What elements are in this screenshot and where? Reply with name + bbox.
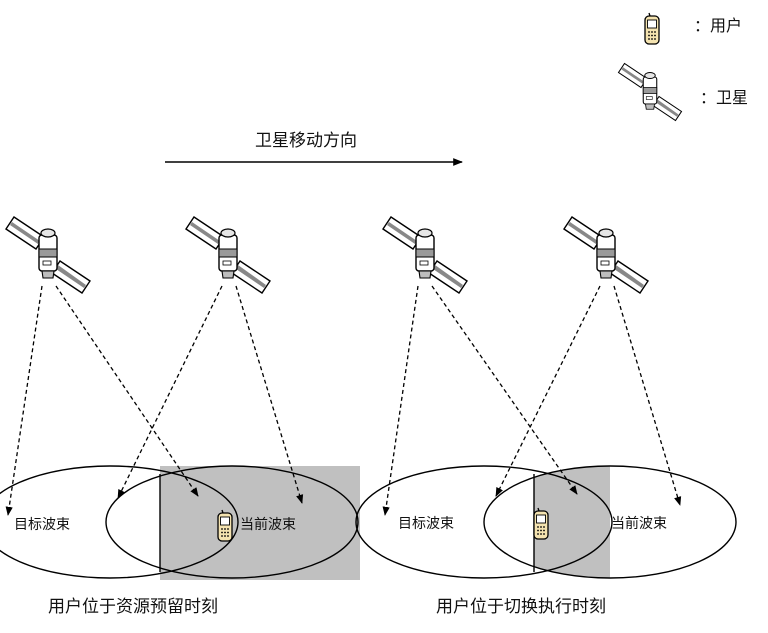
user-phone-icon (218, 510, 232, 541)
panel-caption: 用户位于切换执行时刻 (436, 597, 606, 617)
target-beam-label: 目标波束 (398, 516, 454, 532)
legend: ：用户 ：卫星 (619, 13, 749, 121)
target-beam-label: 目标波束 (14, 517, 70, 533)
direction-indicator: 卫星移动方向 (165, 131, 462, 162)
legend-user-label: ：用户 (694, 16, 742, 35)
legend-satellite-label: ：卫星 (700, 88, 748, 107)
satellite-icon-left (383, 217, 467, 293)
direction-label: 卫星移动方向 (255, 131, 357, 151)
current-beam-label: 当前波束 (240, 516, 296, 533)
beam-link (496, 286, 600, 496)
beam-link (432, 286, 577, 494)
panel-caption: 用户位于资源预留时刻 (48, 597, 218, 617)
satellite-icon-right (564, 217, 648, 293)
beam-link (56, 286, 198, 496)
satellite-icon-right (186, 217, 270, 293)
panel-handover-execution: 目标波束 当前波束 用户位于切换执行时刻 (356, 217, 750, 617)
beam-link (385, 286, 418, 515)
user-phone-icon (534, 508, 548, 539)
current-beam-label: 当前波束 (611, 515, 667, 532)
satellite-icon-left (6, 217, 90, 293)
panel-resource-reservation: 目标波束 当前波束 用户位于资源预留时刻 (0, 217, 360, 617)
legend-phone-icon (645, 13, 659, 44)
legend-satellite-icon (619, 64, 682, 121)
